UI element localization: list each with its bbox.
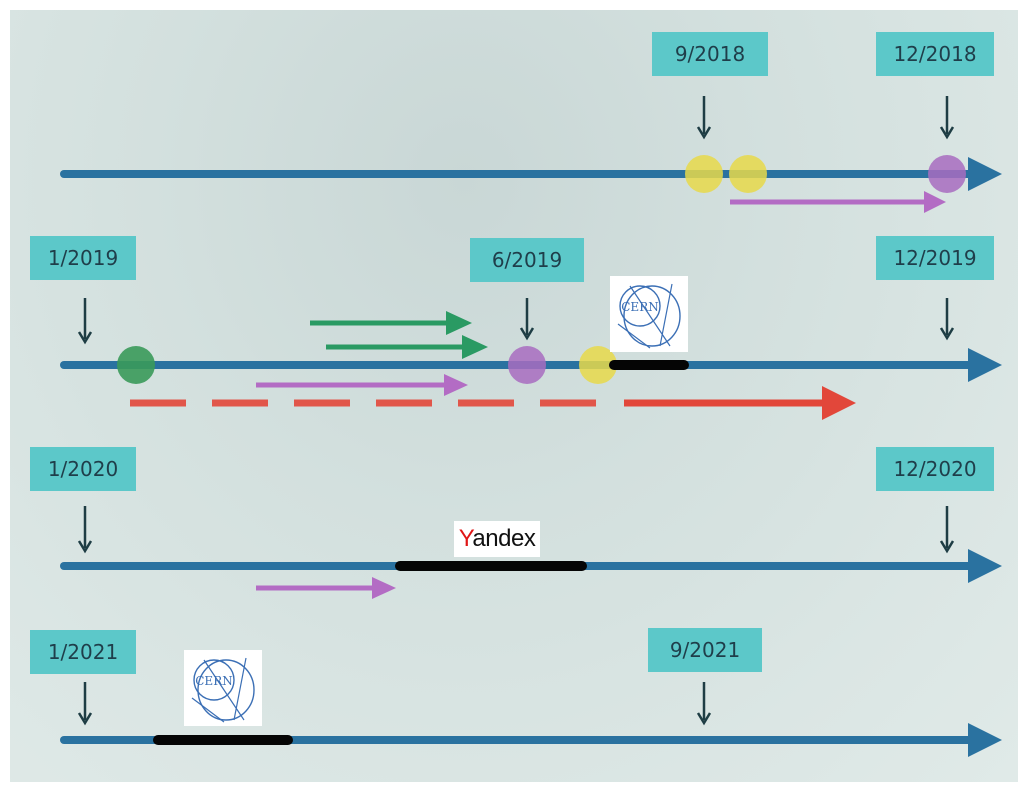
timeline-arrowhead xyxy=(968,157,1002,191)
cern-logo: CERN xyxy=(184,650,262,726)
yandex-logo: Yandex xyxy=(454,521,540,557)
green-event-dot xyxy=(117,346,155,384)
yellow-event-dot xyxy=(579,346,617,384)
cern-logo-graphic: CERN xyxy=(191,657,255,723)
timeline-diagram: 9/2018 12/2018 1/2019 6/2019 12/2019 1/2… xyxy=(10,10,1018,782)
date-pointer-head xyxy=(77,331,93,345)
yellow-event-dot xyxy=(685,155,723,193)
date-label-9-2018: 9/2018 xyxy=(652,32,768,76)
green-arrow-head xyxy=(462,335,488,359)
timeline-graphics xyxy=(60,96,1002,757)
timeline-row-2018 xyxy=(60,96,1002,213)
date-pointer-head xyxy=(77,540,93,554)
date-pointer-head xyxy=(77,712,93,726)
cern-logo-graphic: CERN xyxy=(617,283,681,349)
date-label-6-2019: 6/2019 xyxy=(470,238,584,282)
timeline-row-2019 xyxy=(60,298,1002,420)
purple-arrow-head xyxy=(372,577,396,599)
date-pointer-head xyxy=(696,712,712,726)
date-label-12-2018: 12/2018 xyxy=(876,32,994,76)
timeline-row-2020 xyxy=(60,506,1002,599)
date-label-1-2021: 1/2021 xyxy=(30,630,136,674)
timeline-arrowhead xyxy=(968,348,1002,382)
yandex-logo-initial: Y xyxy=(458,525,473,552)
cern-logo-text: CERN xyxy=(621,300,658,314)
date-label-1-2020: 1/2020 xyxy=(30,447,136,491)
yandex-logo-rest: andex xyxy=(472,525,536,552)
purple-arrow-head xyxy=(924,191,946,213)
timeline-arrowhead xyxy=(968,723,1002,757)
purple-event-dot xyxy=(928,155,966,193)
cern-logo: CERN xyxy=(610,276,688,352)
date-pointer-head xyxy=(939,327,955,341)
date-pointer-head xyxy=(696,126,712,140)
date-label-1-2019: 1/2019 xyxy=(30,236,136,280)
date-label-12-2019: 12/2019 xyxy=(876,236,994,280)
yellow-event-dot xyxy=(729,155,767,193)
cern-logo-text: CERN xyxy=(195,674,232,688)
date-pointer-head xyxy=(939,540,955,554)
date-label-9-2021: 9/2021 xyxy=(648,628,762,672)
red-arrow-head xyxy=(822,386,856,420)
purple-event-dot xyxy=(508,346,546,384)
timeline-arrowhead xyxy=(968,549,1002,583)
timeline-row-2021 xyxy=(60,682,1002,757)
green-arrow-head xyxy=(446,311,472,335)
date-pointer-head xyxy=(519,327,535,341)
date-pointer-head xyxy=(939,126,955,140)
date-label-12-2020: 12/2020 xyxy=(876,447,994,491)
purple-arrow-head xyxy=(444,374,468,396)
